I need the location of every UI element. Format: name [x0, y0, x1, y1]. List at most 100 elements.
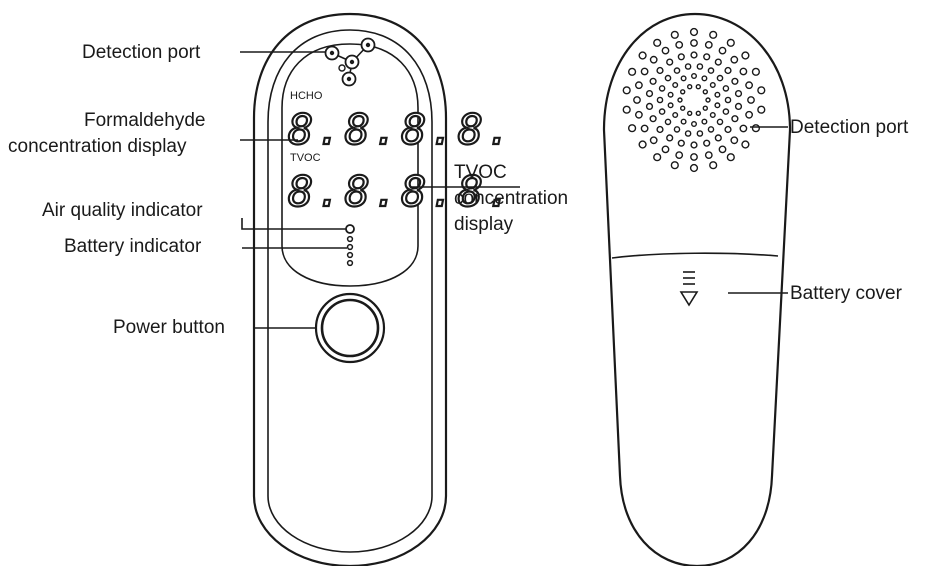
- vent-hole: [707, 67, 715, 74]
- hcho-reading: 8.8.8.8.: [288, 105, 514, 154]
- vent-hole: [672, 81, 679, 88]
- vent-hole: [675, 41, 684, 49]
- callout-air-quality: Air quality indicator: [42, 200, 203, 221]
- vent-hole: [745, 110, 753, 119]
- vent-hole: [709, 81, 716, 88]
- vent-hole: [661, 145, 670, 154]
- vent-hole: [714, 58, 722, 66]
- vent-hole: [724, 125, 732, 134]
- vent-hole: [635, 81, 643, 90]
- back-device: [602, 12, 792, 566]
- vent-hole: [734, 102, 743, 111]
- battery-cover-seam: [611, 252, 779, 259]
- callout-tvoc-line3: display: [454, 214, 514, 235]
- vent-hole: [677, 97, 683, 103]
- vent-hole: [684, 130, 692, 137]
- vent-hole: [684, 63, 692, 70]
- vent-hole: [658, 108, 666, 115]
- vent-hole: [730, 136, 739, 145]
- vent-hole: [649, 115, 657, 123]
- callout-tvoc-line2: concentration: [454, 188, 568, 209]
- vent-hole: [696, 63, 704, 70]
- tvoc-label: TVOC: [290, 152, 321, 164]
- vent-hole: [751, 124, 761, 133]
- vent-hole: [724, 96, 732, 104]
- vent-hole: [677, 139, 685, 147]
- vent-hole: [716, 74, 724, 82]
- vent-hole: [739, 124, 748, 133]
- vent-hole: [741, 140, 750, 149]
- battery-indicator-lights: [346, 235, 354, 267]
- vent-hole: [658, 85, 666, 92]
- lcd-window: [281, 43, 419, 287]
- vent-hole: [672, 111, 679, 118]
- vent-hole: [703, 139, 711, 147]
- vent-hole: [666, 58, 674, 66]
- power-button-icon[interactable]: [314, 292, 386, 364]
- vent-hole: [666, 134, 674, 142]
- vent-hole: [702, 105, 708, 111]
- vent-hole: [716, 118, 724, 126]
- vent-hole: [675, 151, 684, 160]
- vent-hole: [691, 120, 698, 127]
- vent-hole: [718, 145, 727, 154]
- vent-hole: [714, 91, 721, 98]
- vent-hole: [704, 151, 713, 160]
- vent-hole: [649, 136, 658, 145]
- vent-hole: [656, 96, 664, 104]
- vent-hole: [622, 105, 631, 114]
- vent-hole: [689, 163, 699, 173]
- vent-hole: [638, 51, 647, 60]
- battery-cover-arrow-icon: [679, 271, 699, 307]
- vent-hole: [622, 86, 631, 95]
- vent-hole: [627, 67, 637, 76]
- vent-hole: [757, 105, 766, 114]
- hcho-label: HCHO: [290, 90, 323, 102]
- vent-hole: [680, 118, 687, 125]
- vent-hole: [653, 38, 662, 47]
- vent-hole: [722, 85, 730, 92]
- vent-hole: [704, 41, 713, 49]
- vent-hole: [664, 74, 672, 82]
- vent-hole: [680, 89, 686, 95]
- back-callouts: Detection port Battery cover: [728, 117, 909, 304]
- vent-hole: [670, 30, 679, 39]
- detection-port-icon: [324, 37, 376, 87]
- vent-hole: [633, 96, 641, 104]
- vent-hole: [691, 72, 698, 79]
- vent-hole: [734, 89, 743, 98]
- vent-hole: [627, 124, 637, 133]
- vent-hole: [709, 161, 718, 170]
- vent-hole: [690, 153, 698, 161]
- vent-hole: [726, 153, 735, 162]
- vent-hole: [640, 124, 649, 133]
- vent-hole: [701, 75, 708, 82]
- vent-hole: [705, 97, 711, 103]
- vent-hole: [667, 102, 674, 109]
- vent-hole: [718, 46, 727, 55]
- vent-hole: [724, 66, 732, 75]
- vent-hole: [690, 141, 698, 149]
- vent-holes-icon: [622, 27, 766, 173]
- vent-hole: [739, 67, 748, 76]
- back-device-body: [602, 12, 792, 566]
- vent-hole: [747, 96, 755, 104]
- vent-hole: [703, 53, 711, 61]
- vent-hole: [731, 77, 739, 85]
- air-quality-indicator-light: [345, 224, 355, 234]
- vent-hole: [656, 125, 664, 134]
- vent-hole: [661, 46, 670, 55]
- callout-power-button: Power button: [113, 317, 225, 338]
- vent-hole: [709, 111, 716, 118]
- vent-hole: [696, 130, 704, 137]
- vent-hole: [695, 110, 701, 117]
- vent-hole: [751, 67, 761, 76]
- vent-hole: [640, 67, 649, 76]
- vent-hole: [645, 102, 654, 111]
- vent-hole: [730, 55, 739, 64]
- vent-hole: [673, 126, 681, 133]
- callout-formaldehyde-line1: Formaldehyde: [84, 110, 205, 131]
- vent-hole: [707, 126, 715, 133]
- vent-hole: [722, 108, 730, 115]
- front-device: HCHO 8.8.8.8. TVOC 8.8.8.8.: [252, 12, 514, 566]
